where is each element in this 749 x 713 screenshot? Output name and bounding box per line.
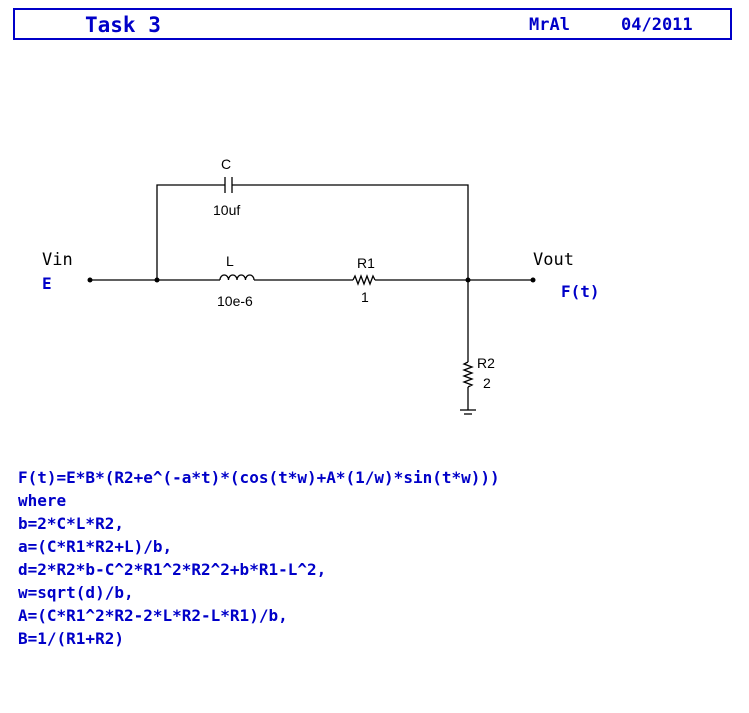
junction-node-left	[154, 277, 160, 283]
wire-capacitor-loop-left	[156, 184, 225, 280]
formula-line: b=2*C*L*R2,	[18, 514, 124, 533]
formula-line: d=2*R2*b-C^2*R1^2*R2^2+b*R1-L^2,	[18, 560, 327, 579]
r1-value-label: 1	[361, 289, 369, 305]
formula-line: w=sqrt(d)/b,	[18, 583, 134, 602]
input-terminal-node	[87, 277, 93, 283]
page-title: Task 3	[85, 13, 161, 37]
resistor-r2-symbol	[462, 361, 474, 388]
inductor-name-label: L	[226, 253, 234, 269]
input-terminal-label: Vin	[42, 250, 73, 270]
title-block: Task 3 MrAl 04/2011	[13, 8, 732, 40]
resistor-r1-symbol	[352, 274, 376, 286]
formula-line: F(t)=E*B*(R2+e^(-a*t)*(cos(t*w)+A*(1/w)*…	[18, 468, 500, 487]
wire-capacitor-loop-right	[232, 184, 469, 280]
junction-node-right	[465, 277, 471, 283]
formula-line: a=(C*R1*R2+L)/b,	[18, 537, 173, 556]
formula-line: B=1/(R1+R2)	[18, 629, 124, 648]
output-signal-label: F(t)	[561, 282, 600, 301]
capacitor-symbol	[224, 177, 233, 193]
output-terminal-node	[530, 277, 536, 283]
input-signal-label: E	[42, 274, 52, 293]
r2-name-label: R2	[477, 355, 495, 371]
inductor-value-label: 10e-6	[217, 293, 253, 309]
formula-block: F(t)=E*B*(R2+e^(-a*t)*(cos(t*w)+A*(1/w)*…	[18, 466, 500, 650]
inductor-symbol	[219, 274, 255, 281]
ground-symbol	[460, 409, 476, 415]
capacitor-value-label: 10uf	[213, 202, 240, 218]
r2-value-label: 2	[483, 375, 491, 391]
r1-name-label: R1	[357, 255, 375, 271]
output-terminal-label: Vout	[533, 250, 574, 270]
author-label: MrAl	[529, 15, 570, 35]
formula-line: where	[18, 491, 67, 510]
formula-line: A=(C*R1^2*R2-2*L*R2-L*R1)/b,	[18, 606, 288, 625]
date-label: 04/2011	[621, 15, 693, 35]
capacitor-name-label: C	[221, 156, 231, 172]
